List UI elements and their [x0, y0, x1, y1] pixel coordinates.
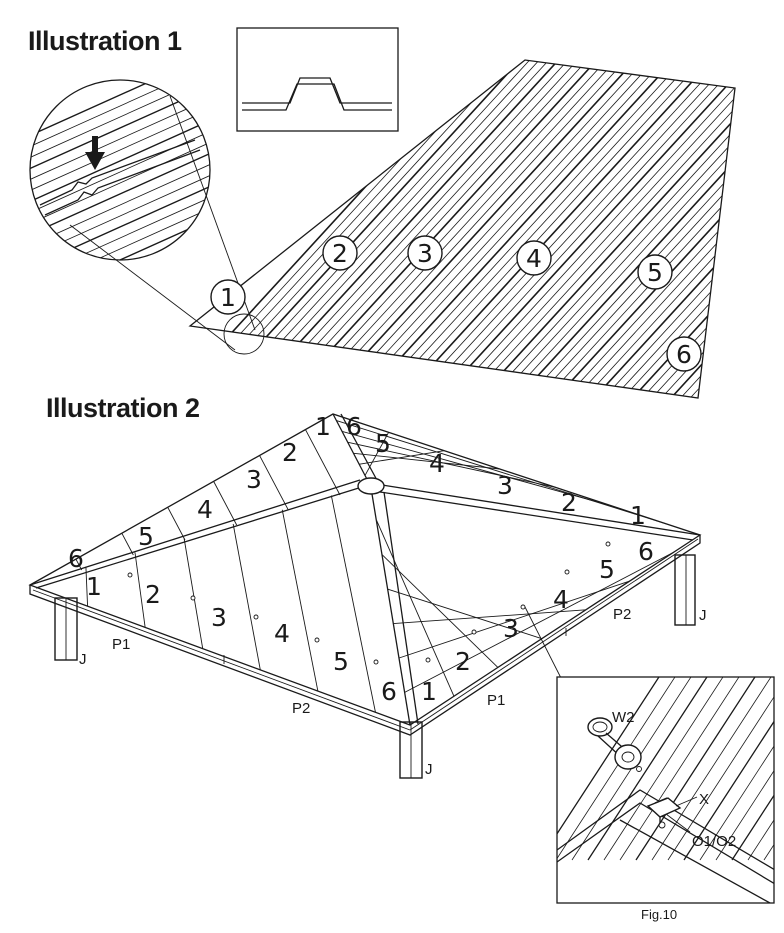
svg-text:4: 4	[553, 585, 569, 614]
svg-text:2: 2	[332, 239, 348, 268]
svg-text:1: 1	[86, 572, 102, 601]
svg-text:3: 3	[246, 465, 262, 494]
post-right	[674, 554, 696, 626]
svg-text:5: 5	[599, 555, 615, 584]
svg-text:3: 3	[417, 239, 433, 268]
roof-numbers-right-side: 6 5 4 3	[503, 537, 654, 643]
label-beam-right: P2	[613, 606, 631, 623]
svg-text:1: 1	[220, 283, 236, 312]
illustration-2-title: Illustration 2	[46, 393, 200, 423]
bracket-icon	[646, 796, 698, 833]
svg-text:2: 2	[282, 438, 298, 467]
svg-text:5: 5	[647, 258, 663, 287]
label-nut-o1-o2: O1/O2	[692, 833, 736, 850]
roof-numbers-back-left: 1 2 3 4 5 6	[68, 412, 331, 573]
svg-text:6: 6	[346, 412, 362, 441]
svg-text:1: 1	[315, 412, 331, 441]
svg-text:3: 3	[503, 614, 519, 643]
svg-text:4: 4	[429, 449, 445, 478]
panel-number-4: 4	[516, 240, 552, 276]
panel-number-1: 1	[210, 279, 246, 315]
fastener-detail-box: W2 X O1/O2	[556, 676, 775, 904]
label-post-front: J	[425, 761, 433, 778]
panel-number-3: 3	[407, 235, 443, 271]
svg-text:5: 5	[333, 647, 349, 676]
label-beam-left: P1	[112, 636, 130, 653]
label-beam-front: P2	[292, 700, 310, 717]
roof-numbers-back-right: 6 5 4 3 2 1	[346, 412, 646, 530]
svg-text:2: 2	[455, 647, 471, 676]
svg-text:4: 4	[526, 244, 542, 273]
roof-numbers-front-right: 1 2	[421, 647, 471, 706]
figure-caption: Fig.10	[641, 907, 677, 922]
post-left	[54, 597, 78, 661]
label-bracket-x: X	[699, 791, 709, 808]
svg-text:3: 3	[211, 603, 227, 632]
svg-text:5: 5	[375, 429, 391, 458]
svg-text:3: 3	[497, 471, 513, 500]
panel-number-6: 6	[666, 336, 702, 372]
svg-text:2: 2	[561, 488, 577, 517]
roof-numbers-front-left: 1 2 3 4 5 6	[86, 572, 397, 706]
profile-inset	[236, 27, 399, 132]
svg-text:5: 5	[138, 522, 154, 551]
svg-text:1: 1	[630, 501, 646, 530]
label-post-left: J	[79, 651, 87, 668]
screw-icon	[587, 717, 642, 772]
down-arrow-icon	[85, 136, 105, 170]
detail-leader-line	[524, 606, 563, 681]
illustration-1-title: Illustration 1	[28, 26, 182, 56]
post-front	[399, 721, 423, 779]
zoom-source-circle	[223, 313, 265, 355]
panel-number-5: 5	[637, 254, 673, 290]
svg-text:6: 6	[676, 340, 692, 369]
svg-text:6: 6	[68, 544, 84, 573]
svg-text:4: 4	[197, 495, 213, 524]
svg-text:1: 1	[421, 677, 437, 706]
gazebo-roof	[28, 413, 702, 736]
svg-text:2: 2	[145, 580, 161, 609]
label-beam-right-front: P1	[487, 692, 505, 709]
svg-text:6: 6	[381, 677, 397, 706]
svg-text:6: 6	[638, 537, 654, 566]
svg-text:4: 4	[274, 619, 290, 648]
panel-number-2: 2	[322, 235, 358, 271]
label-screw-w2: W2	[612, 709, 635, 726]
label-post-right: J	[699, 607, 707, 624]
